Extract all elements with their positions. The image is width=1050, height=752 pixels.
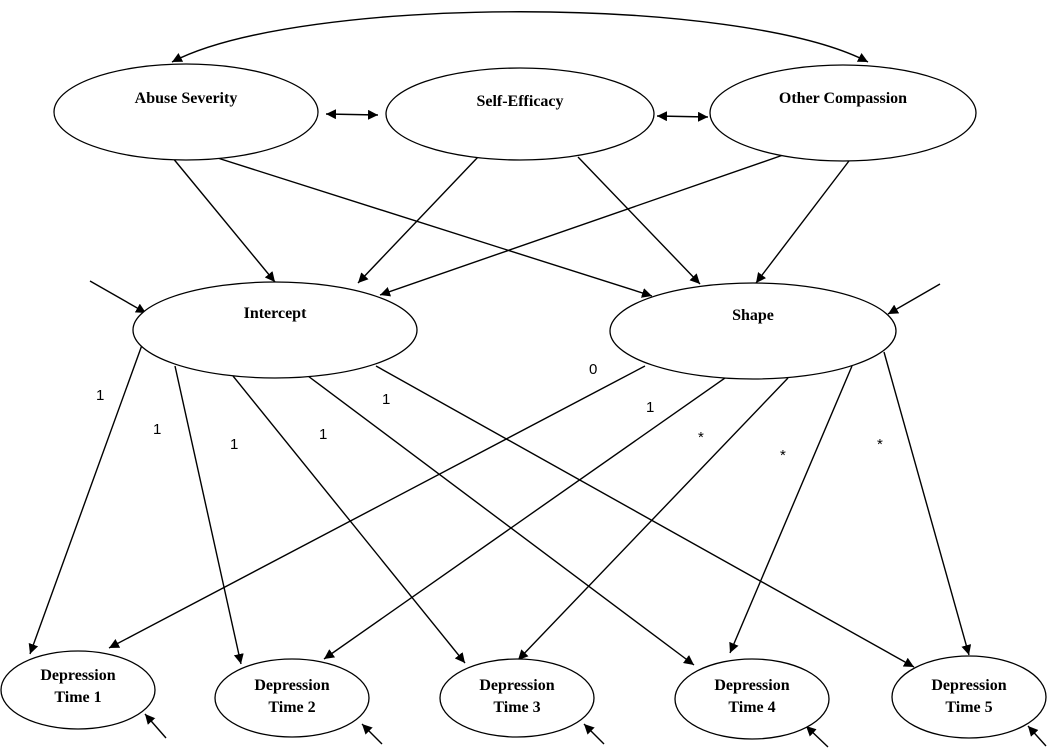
loading-label-intercept-dep3: 1 [230, 436, 238, 453]
edge-abuse-shape [204, 153, 653, 298]
node-label-line1: Depression [254, 677, 329, 694]
node-depression-time-1: Depression Time 1 [0, 650, 156, 730]
edge-abuse-intercept [171, 156, 276, 283]
node-abuse-severity: Abuse Severity [53, 63, 319, 161]
node-other-compassion: Other Compassion [709, 64, 977, 162]
edge-efficacy-compassion [656, 111, 709, 122]
edge-efficacy-intercept [357, 156, 479, 284]
residual-dep3 [583, 723, 605, 745]
edge-abuse-compassion [171, 11, 869, 63]
node-label: Other Compassion [779, 90, 907, 107]
loading-label-shape-dep3: * [698, 429, 704, 446]
residual-dep5 [1027, 725, 1047, 747]
loading-label-shape-dep5: * [877, 436, 883, 453]
loading-label-intercept-dep4: 1 [319, 426, 327, 443]
node-label-line2: Time 4 [728, 699, 775, 716]
edge-shape-dep2 [323, 377, 726, 660]
node-depression-time-5: Depression Time 5 [891, 655, 1047, 739]
loading-label-shape-dep2: 1 [646, 399, 654, 416]
nodes: Abuse Severity Self-Efficacy Other Compa… [0, 63, 1047, 740]
residual-intercept [89, 280, 147, 314]
edge-intercept-dep1 [28, 344, 143, 655]
node-depression-time-2: Depression Time 2 [214, 658, 370, 738]
node-label-line1: Depression [931, 677, 1006, 694]
node-self-efficacy: Self-Efficacy [385, 67, 655, 161]
node-depression-time-3: Depression Time 3 [439, 658, 595, 738]
edge-shape-dep1 [108, 365, 646, 649]
edge-shape-dep4 [729, 365, 853, 654]
loading-label-intercept-dep5: 1 [382, 391, 390, 408]
node-label-line2: Time 2 [268, 699, 315, 716]
edge-labels: 1 1 1 1 1 0 1 * * * [96, 361, 883, 464]
edge-compassion-shape [755, 156, 853, 284]
edge-efficacy-shape [577, 156, 701, 285]
edge-shape-dep5 [883, 351, 972, 656]
edge-shape-dep3 [517, 377, 789, 661]
edge-intercept-dep4 [307, 375, 695, 666]
node-label: Intercept [244, 305, 307, 322]
node-label-line2: Time 3 [493, 699, 540, 716]
edge-intercept-dep3 [232, 375, 466, 664]
node-label: Shape [732, 307, 774, 324]
edges [28, 11, 1047, 748]
edge-intercept-dep5 [375, 365, 915, 668]
node-depression-time-4: Depression Time 4 [674, 658, 830, 740]
node-label: Abuse Severity [135, 90, 238, 107]
node-label-line1: Depression [479, 677, 554, 694]
loading-label-shape-dep4: * [780, 447, 786, 464]
residual-dep1 [144, 713, 167, 739]
residual-dep4 [805, 725, 829, 748]
edge-intercept-dep2 [174, 365, 244, 665]
residual-dep2 [361, 723, 383, 745]
node-label-line2: Time 1 [54, 689, 101, 706]
node-intercept: Intercept [132, 281, 418, 379]
loading-label-intercept-dep2: 1 [153, 421, 161, 438]
node-label-line1: Depression [714, 677, 789, 694]
node-label-line2: Time 5 [945, 699, 992, 716]
loading-label-shape-dep1: 0 [589, 361, 597, 378]
node-label-line1: Depression [40, 667, 115, 684]
loading-label-intercept-dep1: 1 [96, 387, 104, 404]
residual-shape [887, 283, 941, 315]
node-shape: Shape [609, 282, 897, 380]
node-label: Self-Efficacy [476, 93, 563, 110]
edge-compassion-intercept [379, 153, 787, 297]
edge-abuse-efficacy [325, 109, 379, 120]
